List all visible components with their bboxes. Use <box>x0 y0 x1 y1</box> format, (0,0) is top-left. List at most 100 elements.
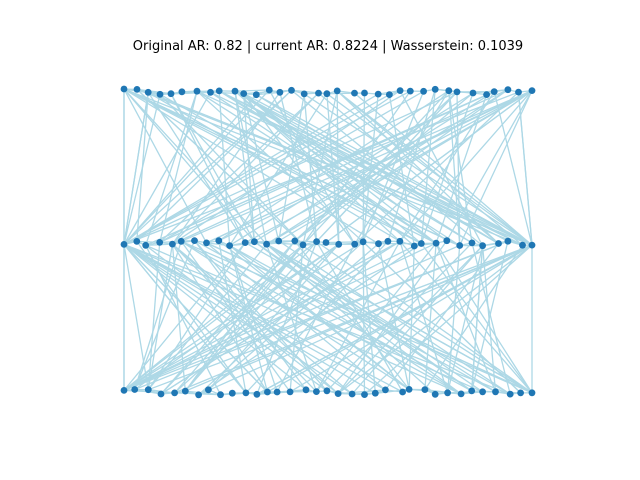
graph-node <box>167 90 175 98</box>
graph-edge <box>123 88 379 245</box>
graph-node <box>240 90 248 97</box>
graph-edge <box>145 90 198 246</box>
graph-edge <box>399 241 449 393</box>
graph-edge <box>294 89 509 242</box>
graph-node <box>181 387 189 395</box>
graph-node <box>371 389 379 397</box>
graph-edge <box>218 90 533 242</box>
graph-node <box>242 389 250 397</box>
graph-edge <box>198 244 533 396</box>
graph-node <box>335 240 343 248</box>
graph-node <box>421 386 429 393</box>
graph-edge <box>136 240 160 244</box>
graph-edge <box>123 94 257 245</box>
graph-node <box>495 240 502 247</box>
graph-edge <box>136 89 292 242</box>
graph-edge <box>266 90 533 245</box>
graph-node <box>178 88 186 96</box>
graph-node <box>265 86 273 94</box>
graph-node <box>231 87 239 95</box>
graph-edge <box>123 88 255 243</box>
graph-node <box>456 242 464 249</box>
graph-node <box>253 390 261 398</box>
graph-node <box>203 239 210 247</box>
graph-node <box>215 87 223 95</box>
graph-node <box>157 390 165 398</box>
graph-edge <box>159 93 422 245</box>
graph-node <box>217 391 224 399</box>
graph-edge <box>123 243 340 391</box>
graph-node <box>323 387 331 395</box>
graph-edge <box>184 244 304 392</box>
graph-node <box>169 240 176 248</box>
graph-node <box>396 237 404 245</box>
graph-node <box>374 90 382 98</box>
graph-edge <box>180 240 462 395</box>
graph-node <box>144 386 152 394</box>
graph-edge <box>123 88 437 244</box>
graph-node <box>348 390 356 398</box>
graph-node <box>479 388 486 396</box>
graph-edge <box>420 92 474 244</box>
graph-edge <box>234 89 270 92</box>
graph-edge <box>388 94 415 247</box>
graph-node <box>241 239 249 247</box>
graph-edge <box>420 243 533 394</box>
graph-edge <box>145 245 222 395</box>
graph-edge <box>364 244 533 396</box>
graph-edge <box>123 94 161 245</box>
graph-node <box>432 239 440 247</box>
graph-edge <box>123 244 304 391</box>
graph-edge <box>171 243 353 395</box>
graph-edge <box>243 93 533 246</box>
graph-node <box>299 241 307 249</box>
graph-edge <box>493 91 533 246</box>
graph-node <box>351 89 358 97</box>
graph-node <box>323 90 331 98</box>
graph-node <box>406 87 414 95</box>
graph-node <box>386 91 393 98</box>
graph-edge <box>171 243 268 393</box>
graph-node <box>171 389 179 397</box>
graph-edge <box>206 242 533 394</box>
graph-edge <box>326 93 533 246</box>
graph-edge <box>123 241 317 391</box>
graph-node <box>384 237 392 245</box>
graph-edge <box>218 90 231 246</box>
graph-edge <box>123 243 353 395</box>
graph-edge <box>303 93 533 246</box>
graph-edge <box>336 90 533 246</box>
graph-edge <box>123 89 270 245</box>
graph-edge <box>399 90 533 242</box>
graph-node <box>517 389 524 397</box>
graph-edge <box>207 243 340 391</box>
graph-node <box>361 391 368 398</box>
graph-edge <box>279 92 318 242</box>
graph-edge <box>268 89 356 245</box>
graph-edge <box>289 244 533 393</box>
graph-node <box>263 240 270 248</box>
graph-edge <box>123 243 247 394</box>
graph-edge <box>123 245 415 391</box>
graph-node <box>205 386 212 394</box>
graph-edge <box>234 91 268 245</box>
graph-node <box>288 86 295 94</box>
graph-node <box>144 88 152 96</box>
graph-node <box>120 387 128 394</box>
graph-node <box>228 389 236 397</box>
graph-node <box>506 390 514 398</box>
graph-node <box>226 242 234 250</box>
graph-edge <box>234 90 523 246</box>
graph-node <box>131 386 139 393</box>
graph-edge <box>229 245 462 395</box>
graph-edge <box>336 90 523 246</box>
graph-node <box>191 237 198 245</box>
graph-node <box>479 242 486 250</box>
graph-edge <box>185 244 533 392</box>
graph-node <box>519 241 526 249</box>
graph-edge <box>354 91 519 245</box>
graph-node <box>405 386 413 393</box>
graph-edge <box>243 93 256 242</box>
graph-edge <box>243 93 280 242</box>
graph-node <box>313 238 320 246</box>
